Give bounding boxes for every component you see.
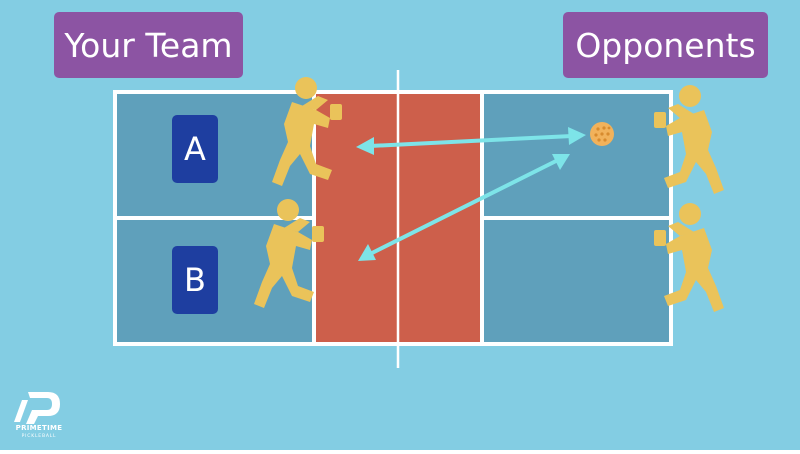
double-arrow-icon [358, 154, 570, 261]
your-team-label: Your Team [54, 12, 243, 78]
primetime-logo-icon [14, 392, 60, 424]
double-arrow-icon [356, 127, 586, 155]
player-badge-a: A [172, 115, 218, 183]
logo-subtitle: PICKLEBALL [21, 434, 57, 439]
logo-name: PRIMETIME [15, 424, 63, 432]
opponents-label: Opponents [563, 12, 768, 78]
player-badge-b: B [172, 246, 218, 314]
pickleball-icon [590, 122, 614, 146]
